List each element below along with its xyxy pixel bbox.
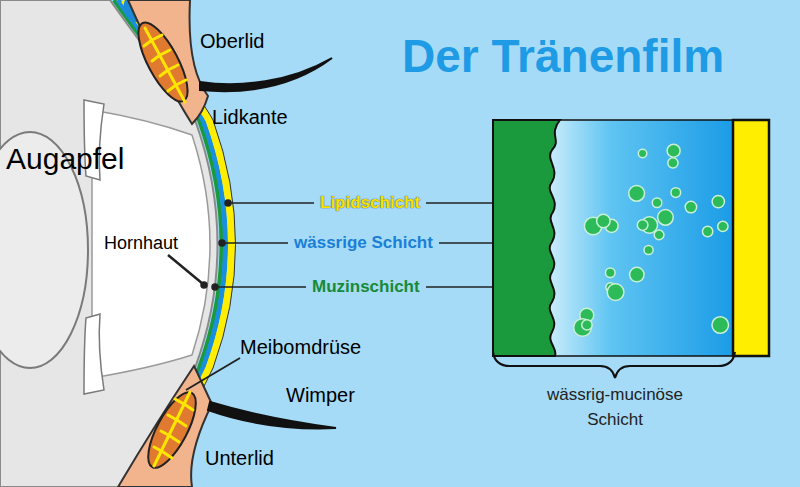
bracket-label: wässrig-mucinöse Schicht: [535, 382, 695, 432]
part-label: Lidkante: [212, 106, 288, 129]
droplet: [574, 319, 592, 337]
mucin-layer: [493, 120, 560, 356]
lower-gland-tree: [154, 392, 193, 466]
droplet: [658, 210, 674, 226]
droplet: [667, 144, 680, 157]
droplet: [582, 320, 592, 330]
title: Der Tränenfilm: [402, 30, 724, 83]
droplet: [629, 185, 645, 201]
layer-label: wässrige Schicht: [288, 232, 439, 254]
upper-lid: [128, 0, 208, 124]
part-label: Meibomdrüse: [240, 336, 361, 359]
droplet: [702, 226, 712, 236]
droplet: [654, 230, 664, 240]
droplet: [652, 198, 662, 208]
upper-eyelash: [200, 58, 332, 91]
droplet: [671, 188, 681, 198]
droplet: [607, 284, 624, 301]
droplet: [712, 317, 729, 334]
droplet: [685, 201, 697, 213]
droplet: [718, 221, 728, 231]
droplet: [638, 149, 646, 157]
droplet: [605, 268, 615, 278]
part-label: Unterlid: [205, 447, 274, 470]
droplet: [668, 158, 678, 168]
lipid-layer: [733, 120, 769, 356]
droplet: [644, 245, 653, 254]
part-label: Wimper: [286, 384, 355, 407]
lower-lid: [118, 366, 212, 487]
droplet: [637, 220, 648, 231]
layer-label: Lipidschicht: [314, 192, 426, 214]
layer-label: Muzinschicht: [306, 276, 426, 298]
aqueous-layer: [545, 120, 735, 356]
part-label: Augapfel: [6, 142, 124, 177]
droplet: [630, 267, 644, 281]
lower-meibom-gland: [139, 386, 205, 474]
dots: [574, 144, 729, 336]
part-label: Hornhaut: [104, 233, 178, 254]
part-label: Oberlid: [200, 30, 264, 53]
droplet: [712, 195, 724, 207]
upper-gland-tree: [144, 28, 186, 102]
upper-meibom-gland: [129, 16, 197, 108]
droplet: [597, 214, 611, 228]
iris-bottom: [84, 314, 104, 394]
bracket: [493, 352, 735, 378]
